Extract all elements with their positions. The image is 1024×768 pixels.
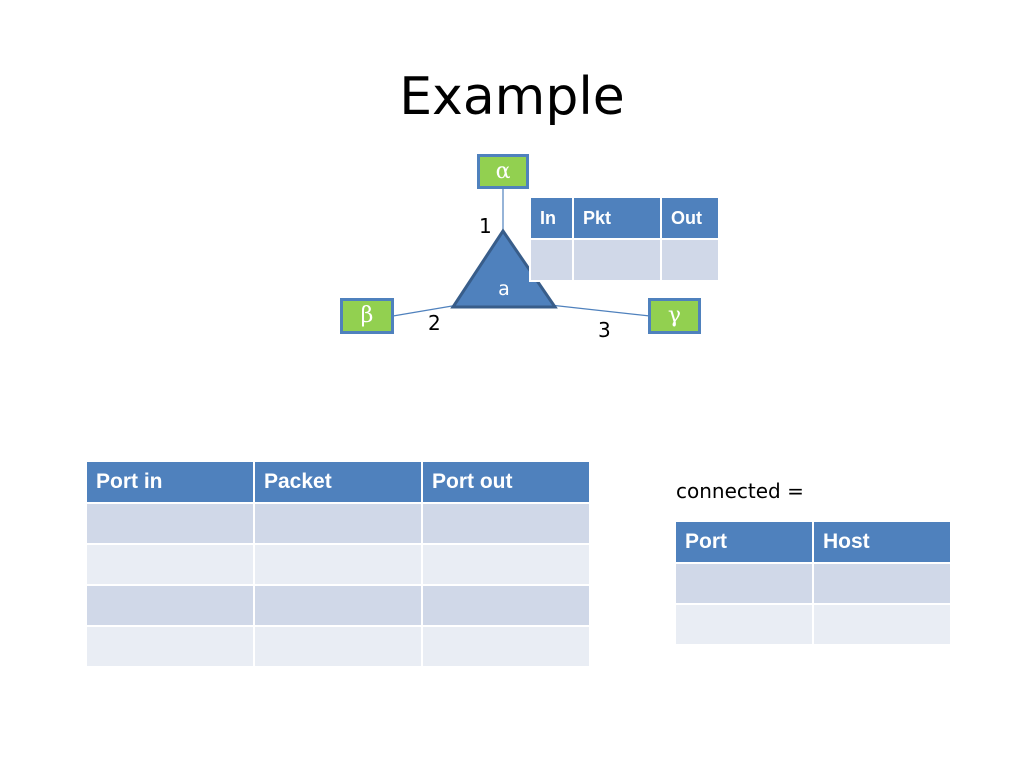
table-row: [529, 238, 720, 282]
switch-triangle: [450, 228, 558, 309]
table-cell: [674, 562, 814, 605]
table-header-row: Port in Packet Port out: [85, 460, 591, 504]
port-number-3: 3: [598, 318, 611, 342]
column-header: Packet: [253, 460, 423, 504]
table-row: [85, 584, 591, 627]
connected-label: connected =: [676, 479, 804, 503]
switch-flow-table: In Pkt Out: [529, 196, 720, 282]
table-row: [85, 543, 591, 586]
table-cell: [85, 502, 255, 545]
host-alpha: α: [477, 154, 529, 189]
table-header-row: Port Host: [674, 520, 952, 564]
switch-label: a: [498, 278, 510, 300]
column-header: In: [529, 196, 574, 240]
table-cell: [253, 543, 423, 586]
host-beta: β: [340, 298, 394, 334]
table-cell: [85, 543, 255, 586]
table-cell: [529, 238, 574, 282]
table-row: [674, 603, 952, 646]
table-cell: [253, 584, 423, 627]
column-header: Out: [660, 196, 720, 240]
table-cell: [812, 562, 952, 605]
table-cell: [421, 625, 591, 668]
port-number-1: 1: [479, 214, 492, 238]
connected-table: Port Host: [674, 520, 952, 646]
link-port2-beta: [392, 304, 459, 317]
table-cell: [253, 502, 423, 545]
table-cell: [812, 603, 952, 646]
column-header: Host: [812, 520, 952, 564]
column-header: Port: [674, 520, 814, 564]
table-cell: [572, 238, 662, 282]
table-cell: [421, 543, 591, 586]
table-cell: [660, 238, 720, 282]
table-row: [85, 502, 591, 545]
table-cell: [421, 584, 591, 627]
table-cell: [85, 584, 255, 627]
column-header: Port in: [85, 460, 255, 504]
table-header-row: In Pkt Out: [529, 196, 720, 240]
table-cell: [421, 502, 591, 545]
host-gamma: γ: [648, 298, 701, 334]
column-header: Pkt: [572, 196, 662, 240]
column-header: Port out: [421, 460, 591, 504]
table-cell: [85, 625, 255, 668]
slide-title: Example: [399, 67, 625, 127]
table-cell: [674, 603, 814, 646]
table-cell: [253, 625, 423, 668]
table-row: [85, 625, 591, 668]
link-port3-gamma: [549, 304, 651, 317]
port-number-2: 2: [428, 311, 441, 335]
flow-table: Port in Packet Port out: [85, 460, 591, 668]
table-row: [674, 562, 952, 605]
